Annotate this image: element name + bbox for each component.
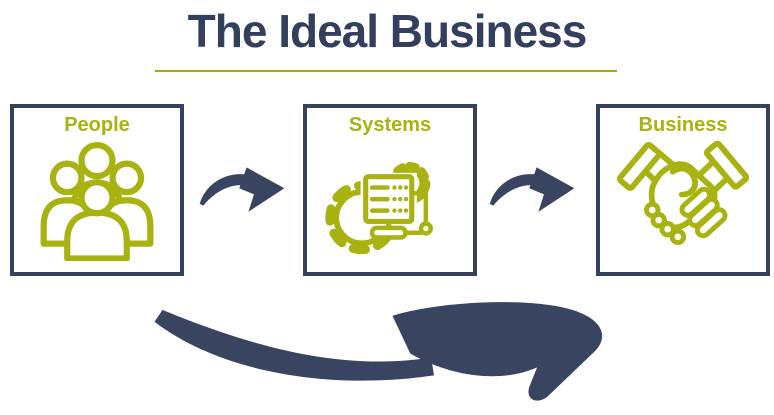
large-curved-swoosh-arrow-right-icon bbox=[154, 302, 603, 401]
step-box-business: Business bbox=[596, 104, 770, 276]
step-label-systems: Systems bbox=[348, 114, 432, 136]
step-box-people: People bbox=[10, 104, 184, 276]
step-box-systems: Systems bbox=[303, 104, 477, 276]
step-label-people: People bbox=[64, 114, 130, 136]
title-underline bbox=[155, 70, 617, 72]
curved-swoosh-arrow-right-icon bbox=[489, 167, 575, 212]
page-title: The Ideal Business bbox=[187, 5, 588, 57]
server-gears-icon bbox=[325, 161, 433, 255]
people-group-icon bbox=[40, 141, 154, 261]
step-label-business: Business bbox=[638, 114, 728, 136]
curved-swoosh-arrow-right-icon bbox=[199, 167, 285, 212]
handshake-icon bbox=[616, 140, 750, 246]
